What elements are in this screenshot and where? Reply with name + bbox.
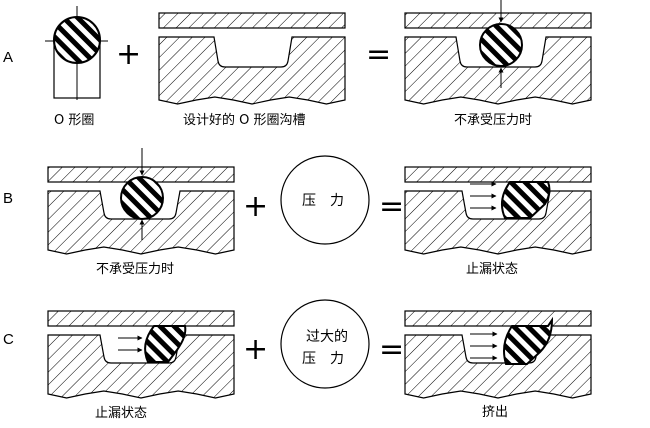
plate-c-left xyxy=(47,310,235,327)
o-ring-a-result xyxy=(479,23,523,67)
caption-no-pressure-a: 不承受压力时 xyxy=(454,113,533,128)
row-label-c: C xyxy=(3,331,14,348)
base-c-result xyxy=(404,334,592,399)
plus-sign-c: + xyxy=(243,332,269,367)
caption-sealing-b: 止漏状态 xyxy=(466,262,519,277)
base-a-result xyxy=(404,36,592,105)
pressure-label-c-line2: 压 力 xyxy=(302,351,344,367)
o-ring-c-extruded xyxy=(503,316,554,365)
equals-sign-c: = xyxy=(379,332,405,367)
plus-sign-a: + xyxy=(116,37,142,72)
pressure-label-c-line1: 过大的 xyxy=(306,329,348,345)
caption-sealing-c: 止漏状态 xyxy=(95,406,148,421)
equals-sign-b: = xyxy=(379,189,405,224)
base-b-result xyxy=(404,190,592,255)
row-label-a: A xyxy=(3,49,14,66)
caption-extrusion: 挤出 xyxy=(482,405,509,420)
caption-o-ring: O 形圈 xyxy=(54,113,95,128)
o-ring-cross-section xyxy=(53,16,101,64)
base-c-left xyxy=(47,334,235,399)
pressure-circle-b xyxy=(280,155,370,245)
caption-designed-groove: 设计好的 O 形圈沟槽 xyxy=(183,113,306,128)
caption-no-pressure-b: 不承受压力时 xyxy=(96,262,175,277)
plus-sign-b: + xyxy=(243,189,269,224)
plate-b-result xyxy=(404,166,592,183)
equals-sign-a: = xyxy=(366,37,392,72)
pressure-circle-c xyxy=(280,299,370,389)
o-ring-b-deformed xyxy=(500,181,551,219)
row-label-b: B xyxy=(3,190,14,207)
groove-top-plate xyxy=(158,12,346,29)
plate-c-result xyxy=(404,310,592,327)
groove-base xyxy=(158,36,346,105)
pressure-label-b: 压 力 xyxy=(302,193,344,209)
o-ring-c-left xyxy=(144,325,187,363)
o-ring-b-left xyxy=(120,176,164,220)
